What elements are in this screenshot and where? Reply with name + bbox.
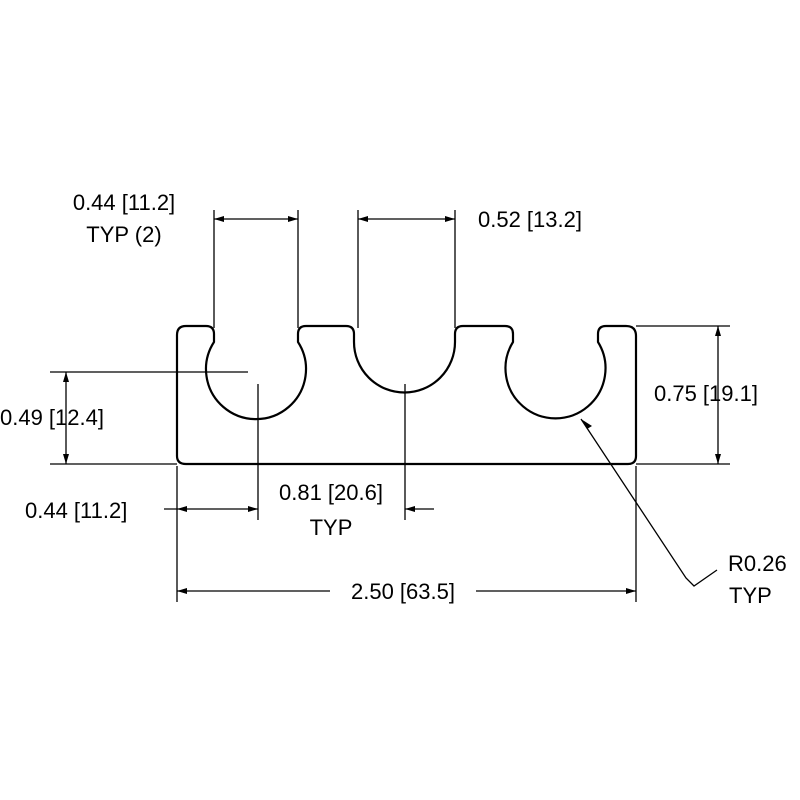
center-height-dimension [50, 371, 248, 465]
height-dimension [636, 325, 730, 465]
overall-length-label: 2.50 [63.5] [351, 579, 455, 604]
slot-width-label: 0.44 [11.2] [73, 190, 175, 215]
radius-note: TYP [729, 583, 772, 608]
center-slot-width-label: 0.52 [13.2] [478, 207, 582, 232]
first-center-label: 0.44 [11.2] [25, 498, 127, 523]
overall-length-dimension [177, 466, 637, 602]
center-slot-width-dimension [357, 210, 456, 328]
pitch-label: 0.81 [20.6] [279, 480, 383, 505]
slot-width-dimension [213, 210, 299, 328]
center-height-label: 0.49 [12.4] [0, 405, 104, 430]
radius-label: R0.26 [728, 551, 787, 576]
slot-width-note: TYP (2) [86, 222, 161, 247]
pitch-note: TYP [310, 515, 353, 540]
radius-leader [580, 418, 718, 587]
part-outline [175, 324, 638, 466]
height-label: 0.75 [19.1] [654, 381, 758, 406]
pitch-dimension [405, 506, 434, 512]
first-center-dimension [164, 466, 258, 602]
